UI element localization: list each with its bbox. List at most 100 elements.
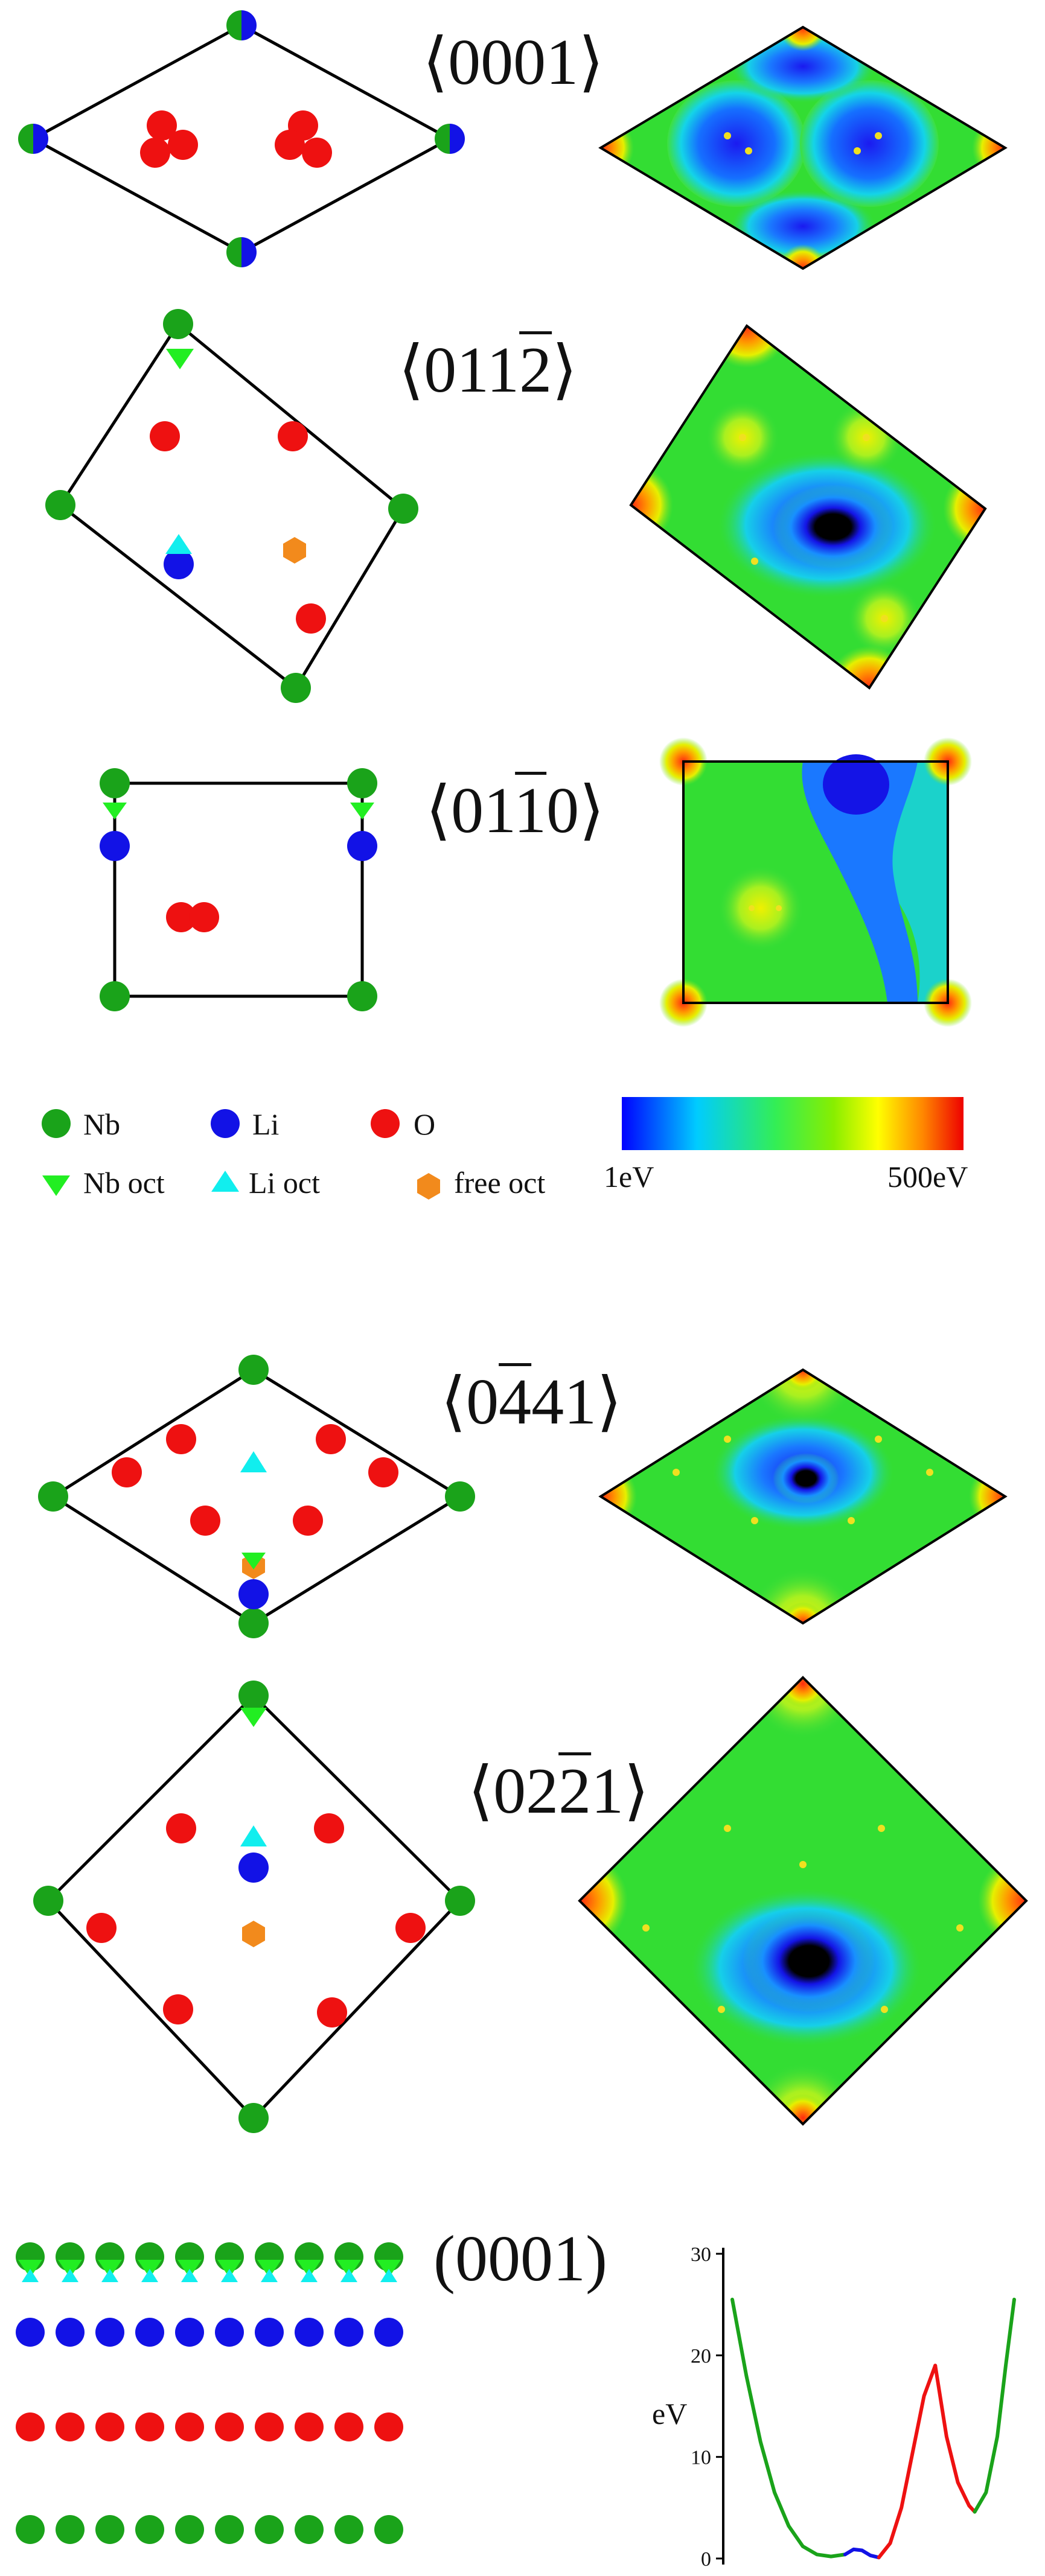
nb-atom [135,2515,164,2544]
y-tick-label: 0 [701,2548,711,2571]
li-oct-site [22,2269,39,2282]
nb-atom [255,2515,284,2544]
nb-atom [374,2515,403,2544]
oxygen-atoms [150,421,326,634]
li-atom [16,2318,45,2347]
free-oct-site [283,537,306,564]
legend-o-marker [371,1109,400,1138]
li-atom [95,2318,124,2347]
li-oct-site [340,2269,357,2282]
y-tick-label: 10 [691,2447,711,2469]
oxygen-atom [95,2412,124,2441]
legend-o-label: O [414,1107,436,1141]
profile-segment [933,2364,977,2514]
li-atom [56,2318,85,2347]
oxygen-atom [295,2412,324,2441]
li-oct-site [261,2269,278,2282]
li-oct-site [301,2269,318,2282]
li-oct-site [240,1825,267,1846]
cell-outline [46,1693,462,2120]
profile-segment [973,2297,1016,2514]
energy-profile-chart: 0 10 20 30 [691,2244,1016,2571]
nb-oct-site [103,803,374,819]
li-atom [164,549,194,579]
li-atom [135,2318,164,2347]
legend-li-label: Li [252,1107,280,1141]
li-oct-site [141,2269,158,2282]
oxygen-atom [334,2412,363,2441]
nb-atom [295,2515,324,2544]
nb-oct-site [241,1553,266,1569]
nb-atom [334,2515,363,2544]
profile-segment [843,2547,881,2560]
nb-oct-site [166,349,194,369]
energy-map-0112 [631,326,985,688]
li-atom [175,2318,204,2347]
oxygen-atom [175,2412,204,2441]
li-oct-site [101,2269,118,2282]
li-atoms [100,831,377,861]
li-atom [238,1579,269,1609]
nb-atoms [38,1355,475,1638]
li-oct-site [62,2269,78,2282]
nb-atom [175,2515,204,2544]
li-oct-site [221,2269,238,2282]
panel-title-0110: ⟨0110⟩ [426,775,605,847]
legend-nb-label: Nb [83,1107,121,1141]
cell-outline [58,322,406,690]
panel-title-0441: ⟨0441⟩ [441,1366,622,1438]
legend-free-oct-label: free oct [454,1166,546,1200]
oxygen-atoms [112,1424,398,1536]
oxygen-atoms [140,110,332,168]
profile-curves [730,2297,1016,2560]
legend-li-marker [211,1109,240,1138]
energy-map-0221 [580,1678,1026,2124]
chart-y-label: eV [652,2397,688,2431]
li-oct-site [380,2269,397,2282]
oxygen-atom [374,2412,403,2441]
nb-atoms [100,768,377,1011]
li-atom [374,2318,403,2347]
oxygen-atoms [166,902,219,932]
surface-label: (0001) [433,2223,607,2295]
nb-atom [215,2515,244,2544]
panel-title-0112: ⟨0112⟩ [398,334,578,406]
legend-nb-marker [42,1109,71,1138]
nb-atom [16,2515,45,2544]
oxygen-atom [135,2412,164,2441]
color-scale-bar [622,1097,964,1150]
cell-outline [113,781,364,998]
legend-nb-oct-label: Nb oct [83,1166,165,1200]
nb-atoms [33,1681,475,2133]
oxygen-atom [215,2412,244,2441]
legend-free-oct-marker [417,1173,440,1200]
y-ticks: 0 10 20 30 [691,2244,723,2571]
profile-segment [877,2364,938,2560]
legend-li-oct-label: Li oct [249,1166,321,1200]
y-tick-label: 20 [691,2345,711,2367]
panel-title-0001: ⟨0001⟩ [423,27,604,98]
nb-li-atom [18,10,465,267]
scale-min-label: 1eV [604,1160,654,1194]
nb-atom [56,2515,85,2544]
nb-oct-site [240,1708,267,1727]
li-oct-site [240,1451,267,1472]
energy-map-0001 [601,27,1005,269]
energy-map-0110 [659,737,972,1027]
oxygen-atom [16,2412,45,2441]
y-tick-label: 30 [691,2244,711,2266]
li-atom [295,2318,324,2347]
legend-li-oct-marker [211,1171,239,1192]
legend-nb-oct-marker [42,1175,70,1196]
li-atom [334,2318,363,2347]
nb-atoms [45,309,418,703]
li-oct-site [181,2269,198,2282]
li-atom [215,2318,244,2347]
li-atom [238,1852,269,1883]
scale-max-label: 500eV [887,1160,968,1194]
li-oct-site [165,534,192,554]
cell-outline [30,24,453,254]
oxygen-atoms [86,1813,426,2027]
